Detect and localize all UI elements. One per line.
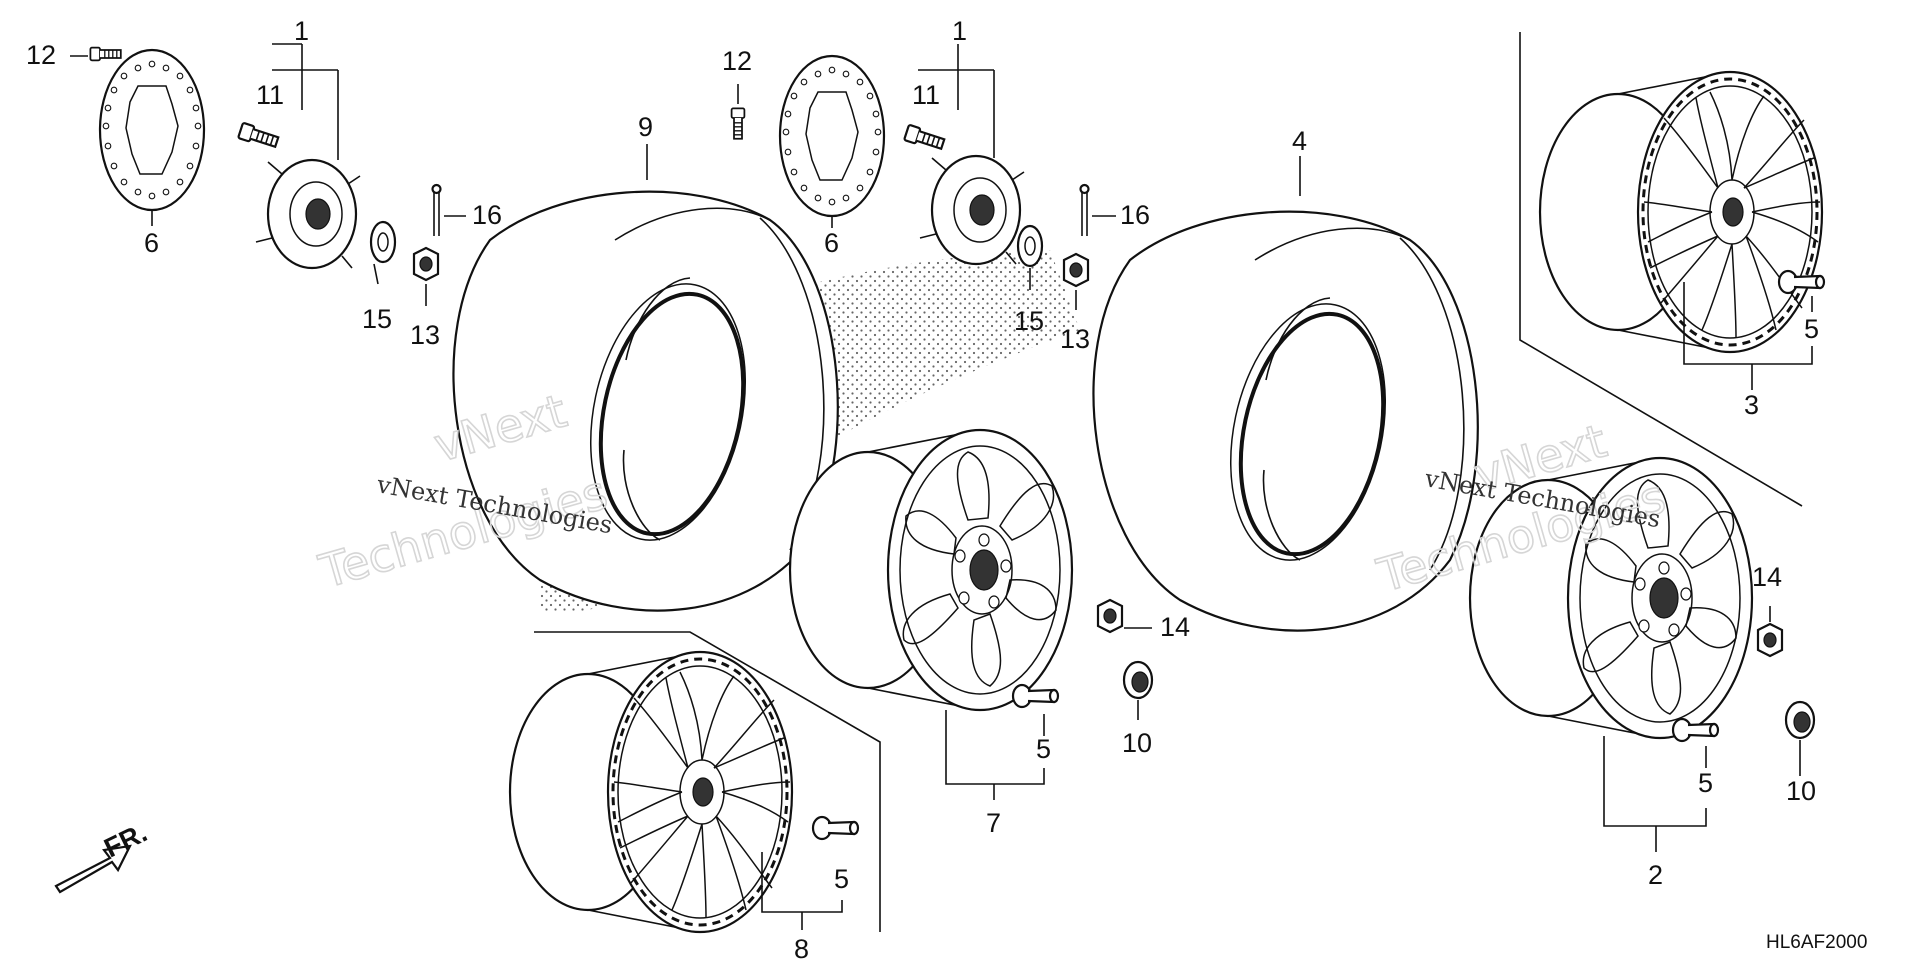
callout-7: 7 xyxy=(986,808,1001,838)
lug-nut-rear[interactable] xyxy=(1756,622,1784,658)
callout-10-front: 10 xyxy=(1122,728,1152,758)
callout-15-center: 15 xyxy=(1014,306,1044,336)
wheel-nut-front[interactable] xyxy=(1122,660,1154,700)
front-indicator-label: FR. xyxy=(99,817,151,863)
front-direction-arrow: FR. xyxy=(54,817,152,894)
wheel-alloy-rear[interactable] xyxy=(1538,70,1824,354)
wheel-nut-rear[interactable] xyxy=(1784,700,1816,740)
callout-12-center: 12 xyxy=(722,46,752,76)
diagram-code: HL6AF2000 xyxy=(1766,932,1867,953)
castle-nut-left[interactable] xyxy=(412,246,440,282)
wheel-alloy-front[interactable] xyxy=(508,650,794,934)
brake-disc-center[interactable] xyxy=(778,54,886,218)
callout-12-left: 12 xyxy=(26,40,56,70)
callout-11-left: 11 xyxy=(256,80,284,110)
callout-2: 2 xyxy=(1648,860,1663,890)
callout-5-steel-front: 5 xyxy=(1036,734,1051,764)
leader-lines xyxy=(70,43,1813,930)
washer-center[interactable] xyxy=(1016,224,1044,268)
callout-4: 4 xyxy=(1292,126,1307,156)
cotter-pin-center[interactable] xyxy=(1079,183,1090,238)
frame-line-left xyxy=(534,631,881,932)
callout-13-center: 13 xyxy=(1060,324,1090,354)
hub-left[interactable] xyxy=(254,158,362,270)
callout-5-alloy-front: 5 xyxy=(834,864,849,894)
wheel-steel-front[interactable] xyxy=(788,428,1074,712)
castle-nut-center[interactable] xyxy=(1062,252,1090,288)
callout-16-left: 16 xyxy=(472,200,502,230)
callout-15-left: 15 xyxy=(362,304,392,334)
cotter-pin-left[interactable] xyxy=(431,183,442,238)
callout-14-front: 14 xyxy=(1160,612,1190,642)
callout-9: 9 xyxy=(638,112,653,142)
callout-1-left: 1 xyxy=(294,16,309,46)
callout-3: 3 xyxy=(1744,390,1759,420)
brake-disc-left[interactable] xyxy=(98,48,206,212)
valve-alloy-front[interactable] xyxy=(811,815,860,841)
callout-5-alloy-rear: 5 xyxy=(1804,314,1819,344)
callout-6-left: 6 xyxy=(144,228,159,258)
callout-1-center: 1 xyxy=(952,16,967,46)
hub-center[interactable] xyxy=(918,154,1026,266)
callout-6-center: 6 xyxy=(824,228,839,258)
flange-bolt-left[interactable] xyxy=(89,46,122,62)
callout-14-rear: 14 xyxy=(1752,562,1782,592)
callout-11-center: 11 xyxy=(912,80,940,110)
hub-bolt-left[interactable] xyxy=(237,121,281,151)
frame-line-right xyxy=(1519,32,1803,507)
hub-bolt-center[interactable] xyxy=(903,123,947,153)
lug-nut-front[interactable] xyxy=(1096,598,1124,634)
callout-16-center: 16 xyxy=(1120,200,1150,230)
callouts: 1 1 2 3 4 5 5 5 5 6 6 7 8 9 10 10 11 11 … xyxy=(26,16,1819,960)
callout-10-rear: 10 xyxy=(1786,776,1816,806)
callout-5-steel-rear: 5 xyxy=(1698,768,1713,798)
valve-steel-front[interactable] xyxy=(1011,683,1060,709)
washer-left[interactable] xyxy=(369,220,397,264)
callout-8: 8 xyxy=(794,934,809,960)
flange-bolt-center[interactable] xyxy=(730,107,746,140)
callout-13-left: 13 xyxy=(410,320,440,350)
